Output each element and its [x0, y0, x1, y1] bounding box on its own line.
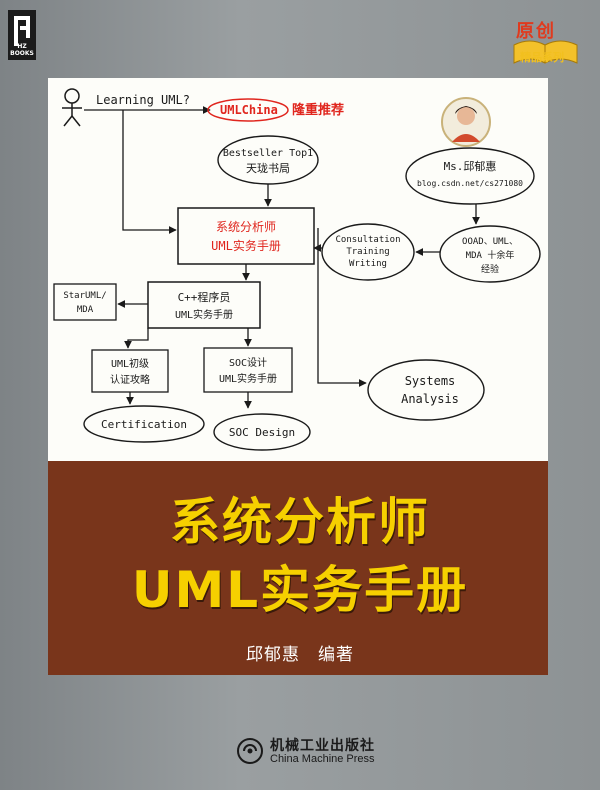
consult-line3: Writing	[349, 259, 387, 269]
hz-books-logo: HZ BOOKS	[8, 10, 36, 60]
staruml-line1: StarUML/	[63, 291, 106, 301]
uml-diagram: Learning UML? UMLChina 隆重推荐 Bestseller T…	[53, 88, 541, 451]
open-book-icon	[513, 40, 578, 64]
recommend-text: 隆重推荐	[292, 102, 344, 118]
certification-text: Certification	[101, 418, 187, 431]
hz-logo-text: HZ BOOKS	[10, 43, 34, 57]
badge-title: 原创	[516, 21, 556, 42]
soc-design-text: SOC Design	[229, 426, 295, 439]
soc-box-line1: SOC设计	[229, 356, 267, 369]
systems-line2: Analysis	[401, 392, 459, 406]
umlchina-logo: UMLChina	[220, 103, 278, 117]
learning-uml-text: Learning UML?	[96, 93, 190, 107]
book-title-line1: 系统分析师	[170, 493, 430, 551]
publisher-name-cn: 机械工业出版社	[270, 738, 375, 754]
author-name-text: Ms.邱郁惠	[444, 159, 497, 173]
center-box-line2: UML实务手册	[211, 238, 281, 253]
staruml-line2: MDA	[77, 305, 94, 315]
uml-basic-line1: UML初级	[111, 357, 149, 370]
author-blog-text: blog.csdn.net/cs271080	[417, 179, 523, 188]
publisher-name-en: China Machine Press	[270, 753, 375, 765]
original-series-badge: 原创 精品系列	[508, 15, 583, 67]
consult-line1: Consultation	[335, 235, 400, 245]
cpp-box-line2: UML实务手册	[175, 308, 233, 321]
title-band	[48, 461, 548, 675]
badge-subtitle: 精品系列	[520, 51, 564, 64]
cpp-box-line1: C++程序员	[178, 290, 231, 304]
soc-box-line2: UML实务手册	[219, 372, 277, 385]
ooad-line2: MDA 十余年	[466, 249, 515, 261]
hz-logo-icon	[14, 16, 30, 46]
bestseller-line1: Bestseller Top1	[223, 148, 313, 159]
ooad-line3: 经验	[481, 263, 499, 275]
china-machine-press-logo-icon	[237, 738, 263, 764]
center-box-line1: 系统分析师	[216, 220, 276, 234]
book-title-line2: UML实务手册	[131, 561, 469, 619]
ooad-line1: OOAD、UML、	[462, 237, 518, 247]
stick-figure-icon	[62, 88, 82, 127]
author-credit: 邱郁惠 编著	[246, 645, 354, 665]
bestseller-line2: 天珑书局	[246, 162, 290, 175]
uml-basic-line2: 认证攻略	[110, 373, 150, 386]
consult-line2: Training	[346, 247, 389, 257]
systems-line1: Systems	[405, 374, 456, 388]
author-photo	[441, 97, 491, 147]
